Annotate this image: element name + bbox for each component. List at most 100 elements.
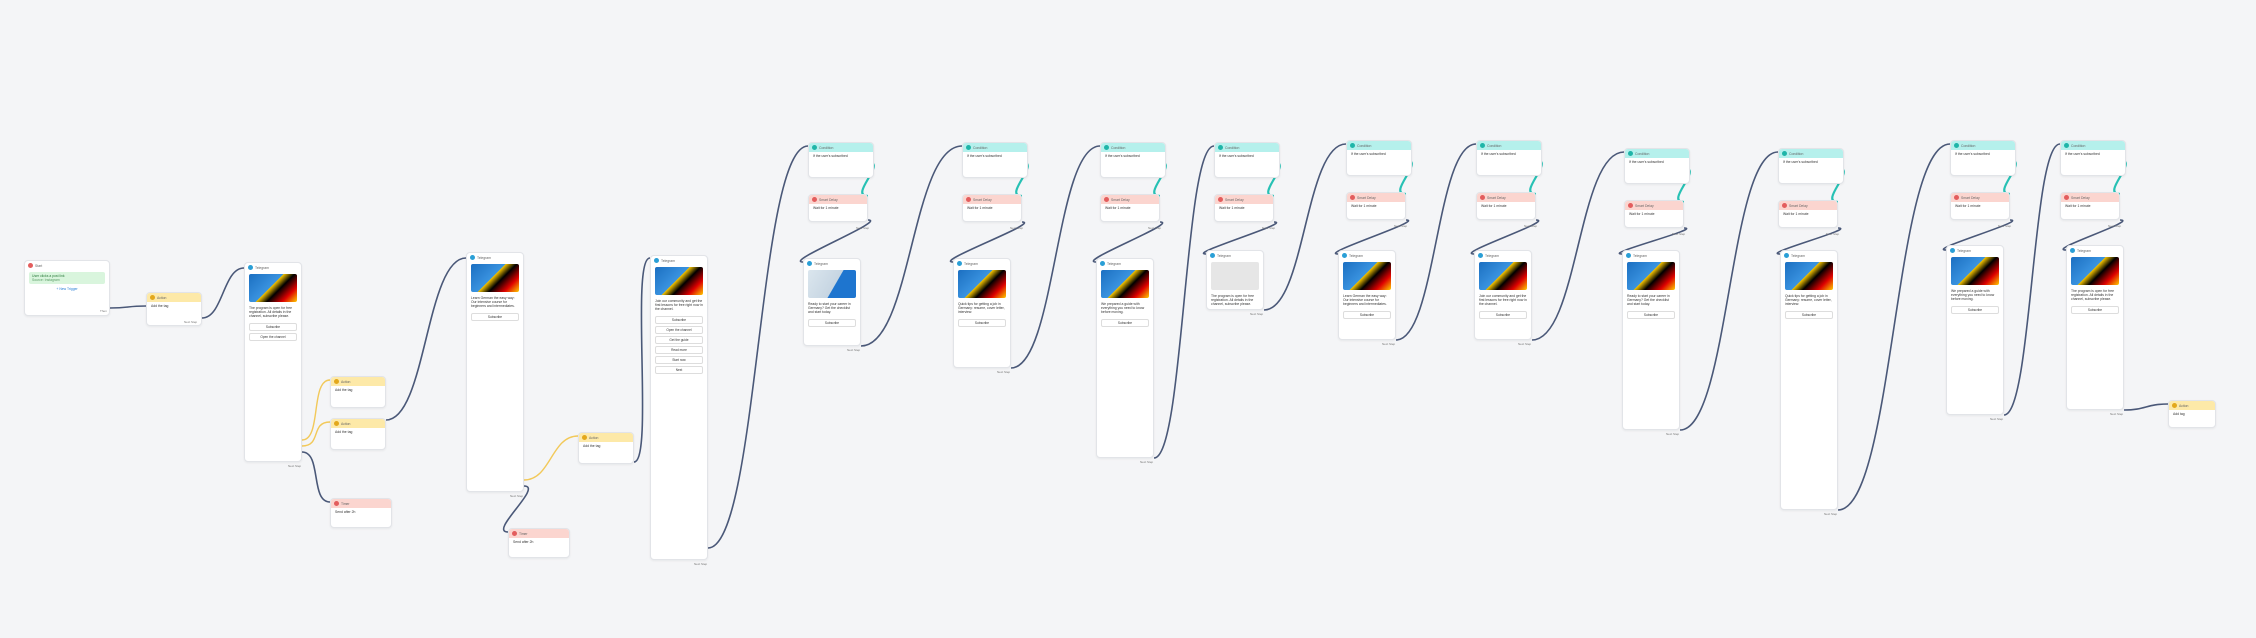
node-title: Condition bbox=[1487, 143, 1502, 148]
next-step-label: Next Step bbox=[1382, 342, 1396, 346]
message-button[interactable]: Subscribe bbox=[1951, 305, 1999, 314]
connection-line bbox=[860, 145, 963, 347]
message-button[interactable]: Subscribe bbox=[1627, 310, 1675, 319]
node-title: Condition bbox=[1635, 151, 1650, 156]
node-title: Smart Delay bbox=[1225, 197, 1244, 202]
connection-line bbox=[301, 421, 331, 447]
message-button[interactable]: Subscribe bbox=[655, 315, 703, 324]
telegram-icon bbox=[1478, 253, 1483, 258]
message-button[interactable]: Subscribe bbox=[1101, 318, 1149, 327]
node-header: Timer bbox=[509, 529, 569, 538]
message-button[interactable]: Get the guide bbox=[655, 335, 703, 344]
next-step-label: Next Step bbox=[847, 348, 861, 352]
message-text: Join our community and get the first les… bbox=[655, 299, 703, 312]
filter-icon bbox=[1480, 143, 1485, 148]
message-button[interactable]: Next bbox=[655, 365, 703, 374]
next-step-label: Next Step bbox=[1262, 226, 1276, 230]
message-button[interactable]: Open the channel bbox=[655, 325, 703, 334]
node-header: Condition bbox=[1347, 141, 1411, 150]
bolt-icon bbox=[582, 435, 587, 440]
trigger-source: Source: Instagram bbox=[32, 278, 60, 282]
clock-icon bbox=[1782, 203, 1787, 208]
add-trigger-button[interactable]: + New Trigger bbox=[56, 287, 78, 291]
message-button[interactable]: Subscribe bbox=[1785, 310, 1833, 319]
message-button[interactable]: Subscribe bbox=[808, 318, 856, 327]
telegram-icon bbox=[1100, 261, 1105, 266]
message-button[interactable]: Read more bbox=[655, 345, 703, 354]
message-button[interactable]: Subscribe bbox=[958, 318, 1006, 327]
connection-line bbox=[1531, 151, 1625, 341]
message-button[interactable]: Start now bbox=[655, 355, 703, 364]
node-title: Condition bbox=[1111, 145, 1126, 150]
node-header: Smart Delay bbox=[1951, 193, 2009, 202]
node-header: Smart Delay bbox=[809, 195, 867, 204]
telegram-icon bbox=[807, 261, 812, 266]
node-title: Action bbox=[341, 379, 351, 384]
action-node-1[interactable]: Action Add the tag bbox=[146, 292, 202, 326]
message-button[interactable]: Subscribe bbox=[1479, 310, 1527, 319]
next-step-label: Next Step bbox=[184, 320, 198, 324]
condition-text: If the user's subscribed bbox=[967, 154, 1002, 158]
bolt-icon bbox=[334, 379, 339, 384]
node-header: Action bbox=[579, 433, 633, 442]
clock-icon bbox=[1954, 195, 1959, 200]
message-button[interactable]: Subscribe bbox=[249, 322, 297, 331]
message-button[interactable]: Subscribe bbox=[2071, 305, 2119, 314]
end-action-node[interactable]: Action Add tag bbox=[2168, 400, 2216, 428]
node-header: Smart Delay bbox=[963, 195, 1021, 204]
message-text: Learn German the easy way: Our intensive… bbox=[471, 296, 515, 309]
node-header: Action bbox=[331, 377, 385, 386]
message-image bbox=[249, 274, 297, 302]
message-button[interactable]: Subscribe bbox=[1343, 310, 1391, 319]
node-title: Condition bbox=[1225, 145, 1240, 150]
node-header: Telegram bbox=[954, 259, 1010, 268]
next-step-label: Next Step bbox=[1140, 460, 1154, 464]
message-button[interactable]: Subscribe bbox=[471, 312, 519, 321]
telegram-icon bbox=[1626, 253, 1631, 258]
node-header: Condition bbox=[1477, 141, 1541, 150]
bolt-icon bbox=[150, 295, 155, 300]
message-button[interactable]: Open the channel bbox=[249, 332, 297, 341]
